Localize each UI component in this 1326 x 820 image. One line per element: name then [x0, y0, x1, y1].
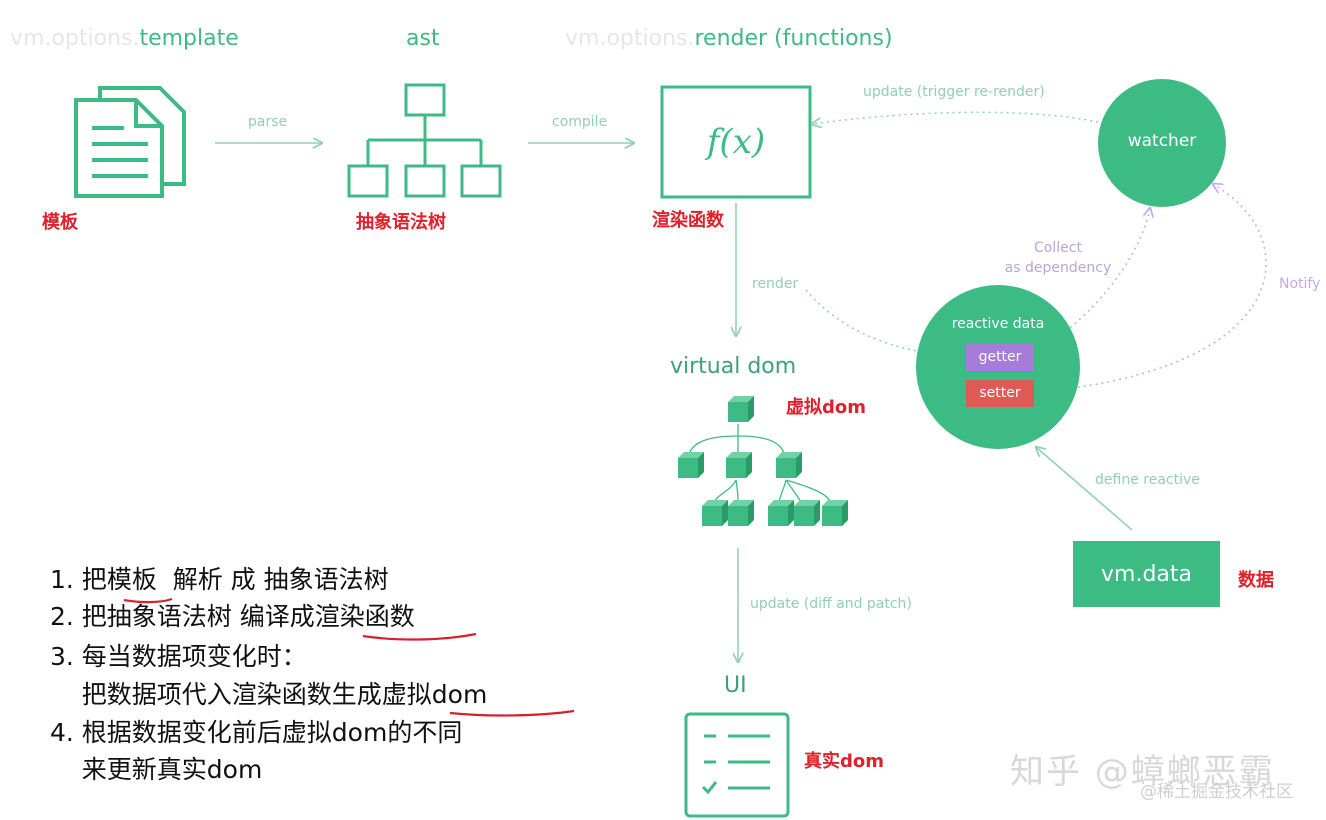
tree-icon	[347, 83, 502, 198]
vdom-node-cube	[678, 452, 704, 478]
collect-dependency-arrow	[1035, 208, 1150, 353]
vdom-node-cube	[794, 500, 820, 526]
setter-box	[966, 380, 1034, 407]
note-line-3b: 把数据项代入渲染函数生成虚拟dom	[50, 677, 488, 713]
collect-label: Collect as dependency	[1004, 240, 1112, 276]
ast-cn-label: 抽象语法树	[356, 212, 446, 233]
notify-label: Notify	[1279, 276, 1321, 292]
note-text: 2. 把抽象语法树 编译成	[50, 602, 315, 631]
ast-header: ast	[406, 26, 440, 51]
update-trigger-arrow	[812, 111, 1099, 124]
header-prefix: vm.options.	[565, 26, 695, 51]
note-highlight: 虚拟dom	[381, 680, 488, 709]
checklist-icon	[684, 712, 790, 818]
note-highlight: 模板	[106, 565, 157, 594]
note-text: 1. 把	[50, 565, 107, 594]
virtual-dom-label: virtual dom	[670, 354, 797, 379]
parse-label: parse	[248, 114, 288, 130]
virtual-dom-cn-label: 虚拟dom	[786, 397, 867, 418]
render-header: vm.options.render (functions)	[565, 26, 893, 51]
vm-data-cn-label: 数据	[1238, 570, 1274, 591]
setter-label: setter	[979, 385, 1021, 401]
vdom-node-cube	[726, 452, 752, 478]
note-line-3: 3. 每当数据项变化时：	[50, 642, 307, 671]
watermark-sub: @稀土掘金技术社区	[1140, 782, 1293, 802]
template-cn-label: 模板	[42, 212, 78, 233]
document-icon	[74, 86, 186, 198]
note-line-4: 4. 根据数据变化前后虚拟dom的不同	[50, 718, 463, 747]
header-template: template	[139, 26, 239, 51]
getter-label: getter	[978, 349, 1022, 365]
getter-box	[966, 344, 1034, 371]
define-reactive-arrow	[1036, 447, 1133, 531]
header-ast: ast	[406, 26, 440, 51]
annotation-underlines	[123, 597, 575, 717]
header-prefix: vm.options.	[10, 26, 140, 51]
vdom-node-cube	[768, 500, 794, 526]
note-highlight: 渲染函数	[314, 602, 415, 631]
compile-label: compile	[552, 114, 608, 130]
render-label: render	[752, 276, 799, 292]
vdom-node-cube	[822, 500, 848, 526]
watcher-label: watcher	[1127, 131, 1197, 151]
render-fn-cn-label: 渲染函数	[652, 210, 724, 231]
header-render: render (functions)	[694, 26, 893, 51]
update-diff-label: update (diff and patch)	[750, 596, 912, 612]
function-symbol: f(x)	[706, 122, 766, 162]
note-text: 把数据项代入渲染函数生成	[50, 680, 382, 709]
note-line-1: 1. 把模板 解析 成 抽象语法树	[50, 562, 389, 598]
vdom-node-cube	[728, 500, 754, 526]
ui-label: UI	[724, 673, 747, 698]
reactive-data-label: reactive data	[951, 316, 1045, 332]
virtual-dom-tree	[678, 396, 848, 526]
note-text: 解析 成 抽象语法树	[156, 565, 389, 594]
vdom-node-cube	[776, 452, 802, 478]
note-line-4b: 来更新真实dom	[50, 755, 263, 784]
vdom-node-cube	[702, 500, 728, 526]
update-trigger-label: update (trigger re-render)	[863, 84, 1045, 100]
vdom-node-cube	[728, 396, 754, 422]
define-reactive-label: define reactive	[1095, 472, 1200, 488]
render-function-box	[660, 85, 812, 199]
vm-data-label: vm.data	[1101, 562, 1192, 587]
vm-data-box	[1073, 541, 1220, 607]
note-line-2: 2. 把抽象语法树 编译成渲染函数	[50, 599, 415, 635]
ui-cn-label: 真实dom	[804, 751, 885, 772]
watermark: 知乎 @蟑螂恶霸	[1010, 752, 1275, 792]
template-header: vm.options.template	[10, 26, 239, 51]
watcher-circle	[1098, 79, 1226, 207]
